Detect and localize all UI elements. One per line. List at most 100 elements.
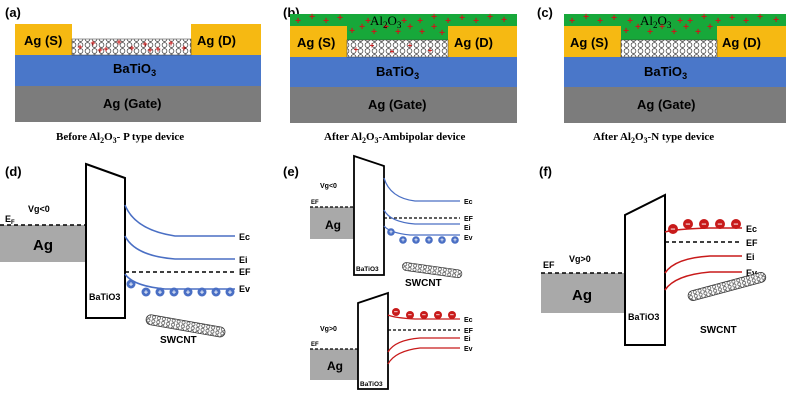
plus-charge-icon: + bbox=[627, 16, 633, 27]
plus-charge-icon: + bbox=[729, 13, 735, 24]
carrier-sign-icon: − bbox=[450, 312, 454, 319]
plus-charge-icon: + bbox=[142, 39, 147, 49]
plus-charge-icon: + bbox=[116, 37, 121, 47]
plus-charge-icon: + bbox=[417, 16, 423, 27]
panel-b-oxide-top bbox=[290, 14, 517, 26]
hole-carrier-icon bbox=[451, 236, 459, 244]
plus-charge-icon: + bbox=[390, 47, 395, 56]
plus-charge-icon: + bbox=[569, 16, 575, 27]
plus-charge-icon: + bbox=[168, 38, 173, 48]
plus-charge-icon: + bbox=[395, 27, 401, 38]
hole-carrier-icon bbox=[141, 287, 151, 297]
panel-a-gate-layer bbox=[15, 86, 261, 122]
panel-d-ev-label: Ev bbox=[239, 284, 250, 294]
plus-charge-icon: + bbox=[695, 27, 701, 38]
panel-f-ec bbox=[664, 227, 742, 233]
panel-a-cnt-network bbox=[71, 38, 192, 56]
panel-d-metal-label: Ag bbox=[33, 237, 53, 254]
plus-charge-icon: + bbox=[349, 26, 355, 37]
panel-f-ec-label: Ec bbox=[746, 224, 757, 234]
panel-d-ec-band bbox=[124, 204, 235, 237]
plus-charge-icon: + bbox=[743, 16, 749, 27]
plus-charge-icon: + bbox=[431, 12, 437, 23]
panel-d-vg-label: Vg<0 bbox=[28, 204, 50, 214]
panel-f-metal-label: Ag bbox=[572, 287, 592, 304]
plus-charge-icon: + bbox=[408, 41, 413, 50]
panel-e-top-vg-label: Vg<0 bbox=[320, 183, 337, 190]
panel-d-insulator-barrier bbox=[85, 162, 126, 319]
electron-carrier-icon bbox=[392, 308, 400, 316]
panel-f-ei bbox=[664, 255, 742, 274]
panel-a: (a) +++++++++++ Ag (S) Ag (D) BaTiO3 Ag … bbox=[5, 5, 261, 145]
panel-e-bot-ev bbox=[387, 347, 460, 365]
plus-charge-icon: + bbox=[431, 22, 437, 33]
panel-f-letter: (f) bbox=[539, 164, 552, 179]
panel-d-ef-right-label: EF bbox=[239, 267, 251, 277]
plus-charge-icon: + bbox=[687, 16, 693, 27]
panel-b-source-label: Ag (S) bbox=[297, 35, 335, 50]
electron-carrier-icon bbox=[448, 311, 456, 319]
panel-d-ei-band bbox=[124, 235, 235, 260]
plus-charge-icon: + bbox=[359, 22, 365, 33]
plus-charge-icon: + bbox=[428, 46, 433, 55]
plus-charge-icon: + bbox=[129, 43, 134, 53]
panel-d: (d) EF Vg<0 Ag BaTiO3 ++++++++ Ec Ei EF … bbox=[0, 162, 251, 346]
panel-e-top-efr-label: EF bbox=[464, 216, 474, 223]
panel-a-drain-pad bbox=[191, 24, 261, 55]
panel-c-oxide-gap bbox=[621, 26, 717, 40]
plus-charge-icon: + bbox=[77, 42, 82, 52]
carrier-sign-icon: − bbox=[422, 312, 426, 319]
panel-a-letter: (a) bbox=[5, 5, 21, 20]
electron-carrier-icon bbox=[420, 311, 428, 319]
plus-charge-icon: + bbox=[337, 13, 343, 24]
panel-b-dielectric-layer bbox=[290, 57, 517, 87]
plus-charge-icon: + bbox=[97, 45, 102, 55]
panel-f-ef-label: EF bbox=[543, 260, 555, 270]
panel-f: (f) EF Vg>0 Ag BaTiO3 −−−−− Ec EF Ei Ev … bbox=[539, 164, 767, 346]
panel-b-drain-label: Ag (D) bbox=[454, 35, 493, 50]
panel-e-letter: (e) bbox=[283, 164, 299, 179]
panel-d-ec-label: Ec bbox=[239, 232, 250, 242]
hole-carrier-icon bbox=[387, 228, 395, 236]
carrier-sign-icon: + bbox=[414, 237, 418, 244]
plus-charge-icon: + bbox=[501, 15, 507, 26]
panel-a-hole-markers: +++++++++++ bbox=[77, 37, 186, 55]
panel-c-oxide-label: Al2O3 bbox=[640, 13, 672, 30]
carrier-sign-icon: − bbox=[671, 224, 676, 234]
carrier-sign-icon: + bbox=[186, 287, 191, 296]
panel-d-ei-label: Ei bbox=[239, 255, 248, 265]
panel-b-gate-layer bbox=[290, 87, 517, 123]
plus-charge-icon: + bbox=[611, 13, 617, 24]
hole-carrier-icon bbox=[126, 279, 136, 289]
panel-c-charge-markers: +++++++++++++++++++++ bbox=[569, 12, 779, 38]
panel-d-tube-label: SWCNT bbox=[160, 335, 197, 346]
panel-c-drain-pad bbox=[717, 26, 786, 57]
electron-carrier-icon bbox=[683, 219, 693, 229]
carrier-sign-icon: + bbox=[214, 287, 219, 296]
carrier-sign-icon: + bbox=[158, 287, 163, 296]
panel-e-top-insulator-label: BaTiO3 bbox=[356, 266, 379, 273]
electron-carrier-icon bbox=[434, 311, 442, 319]
plus-charge-icon: + bbox=[309, 12, 315, 23]
panel-e-nanotube bbox=[402, 262, 463, 279]
hole-carrier-icon bbox=[197, 287, 207, 297]
plus-charge-icon: + bbox=[487, 12, 493, 23]
plus-charge-icon: + bbox=[365, 16, 371, 27]
plus-charge-icon: + bbox=[683, 22, 689, 33]
carrier-sign-icon: + bbox=[427, 237, 431, 244]
carrier-sign-icon: + bbox=[401, 237, 405, 244]
panel-c-dielectric-layer bbox=[564, 57, 786, 87]
panel-e-top-ef-label: EF bbox=[311, 200, 319, 206]
panel-e-bot-vg-label: Vg>0 bbox=[320, 326, 337, 333]
plus-charge-icon: + bbox=[371, 27, 377, 38]
panel-c-letter: (c) bbox=[537, 5, 553, 20]
panel-e-bot-ec-label: Ec bbox=[464, 317, 473, 324]
panel-e-electron-carriers: −−−−− bbox=[392, 308, 456, 319]
hole-carrier-icon bbox=[425, 236, 433, 244]
panel-d-hole-carriers: ++++++++ bbox=[126, 279, 235, 297]
panel-b-dielectric-label: BaTiO3 bbox=[376, 64, 419, 81]
panel-e-bot-insulator-label: BaTiO3 bbox=[360, 381, 383, 388]
panel-c-gate-layer bbox=[564, 87, 786, 123]
plus-charge-icon: + bbox=[445, 16, 451, 27]
